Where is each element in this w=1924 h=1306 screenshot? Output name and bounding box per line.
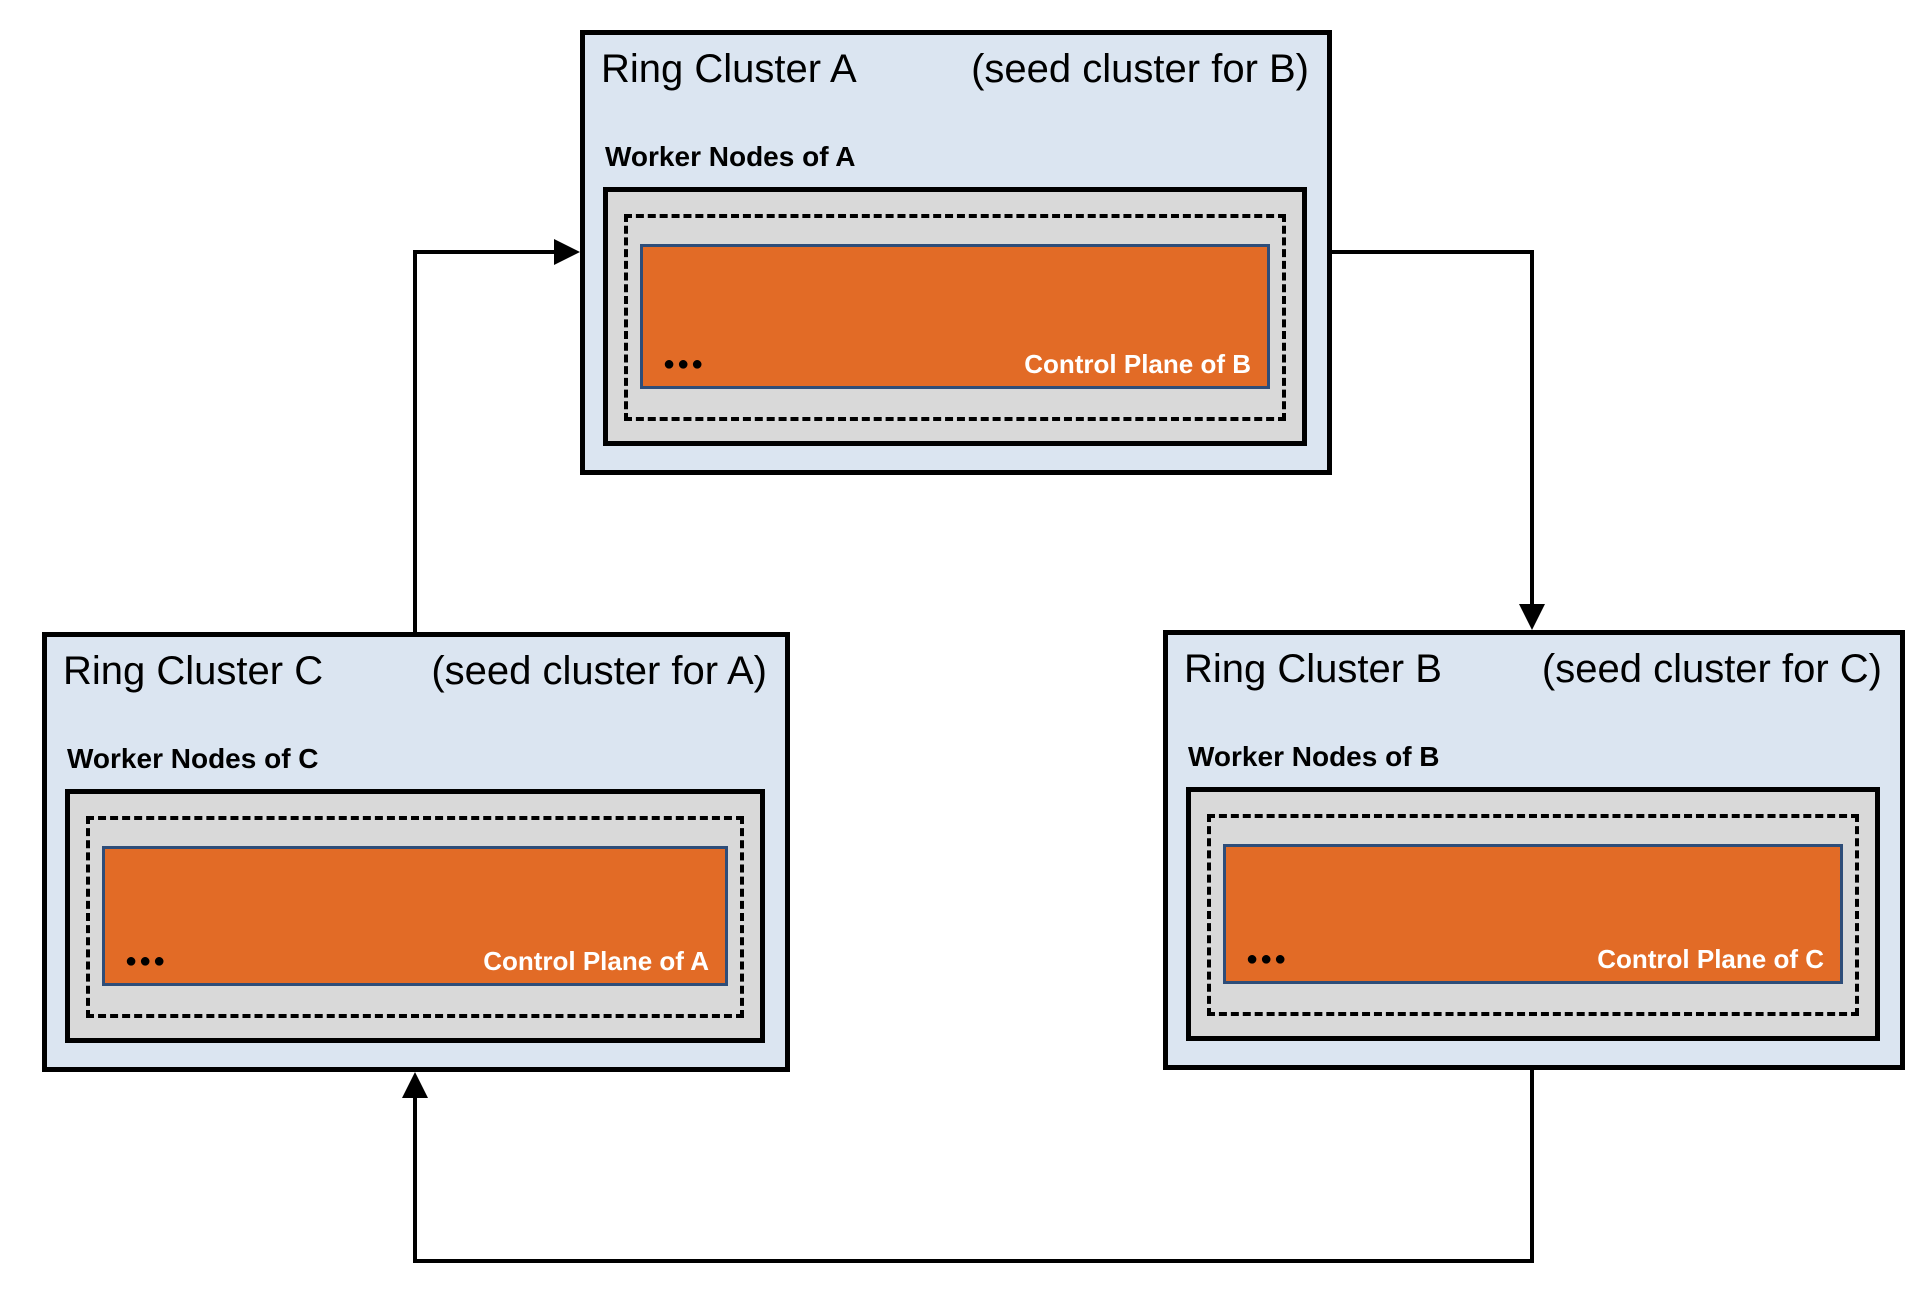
cluster-c-seed-note: (seed cluster for A) (431, 649, 767, 693)
cluster-c-control-plane-row: ●●● Control Plane of A (125, 946, 709, 977)
cluster-b: Ring Cluster B (seed cluster for C) Work… (1163, 630, 1905, 1070)
cluster-a-node-boundary: ●●● Control Plane of B (624, 214, 1286, 421)
cluster-b-ellipsis-dots: ●●● (1246, 948, 1289, 971)
cluster-a-ellipsis-dots: ●●● (663, 353, 706, 376)
cluster-b-control-plane-box: ●●● Control Plane of C (1223, 844, 1843, 984)
arrow-c-to-a-head-icon (554, 239, 580, 265)
cluster-a-title: Ring Cluster A (601, 47, 857, 91)
arrow-c-to-a-vertical-segment (413, 250, 417, 634)
cluster-c-worker-label: Worker Nodes of C (67, 743, 319, 774)
cluster-a: Ring Cluster A (seed cluster for B) Work… (580, 30, 1332, 475)
arrow-b-to-c-up-segment (413, 1098, 417, 1263)
cluster-c-title: Ring Cluster C (63, 649, 324, 693)
cluster-a-seed-note: (seed cluster for B) (971, 47, 1309, 91)
cluster-a-control-plane-row: ●●● Control Plane of B (663, 349, 1251, 380)
cluster-a-worker-box: ●●● Control Plane of B (603, 187, 1307, 446)
cluster-c-control-plane-label: Control Plane of A (483, 945, 709, 976)
cluster-c-node-boundary: ●●● Control Plane of A (86, 816, 744, 1018)
cluster-a-title-row: Ring Cluster A (seed cluster for B) (601, 47, 1309, 92)
cluster-b-title-row: Ring Cluster B (seed cluster for C) (1184, 647, 1882, 692)
cluster-c: Ring Cluster C (seed cluster for A) Work… (42, 632, 790, 1072)
arrow-b-to-c-down-segment (1530, 1070, 1534, 1263)
cluster-b-node-boundary: ●●● Control Plane of C (1207, 814, 1859, 1016)
arrow-b-to-c-head-icon (402, 1072, 428, 1098)
arrow-a-to-b-vertical-segment (1530, 250, 1534, 604)
cluster-b-worker-label: Worker Nodes of B (1188, 741, 1440, 772)
cluster-b-control-plane-row: ●●● Control Plane of C (1246, 944, 1824, 975)
cluster-b-worker-box: ●●● Control Plane of C (1186, 787, 1880, 1041)
arrow-c-to-a-horizontal-segment (413, 250, 554, 254)
cluster-c-worker-box: ●●● Control Plane of A (65, 789, 765, 1043)
cluster-b-control-plane-label: Control Plane of C (1597, 943, 1824, 974)
cluster-a-worker-label: Worker Nodes of A (605, 141, 856, 172)
cluster-b-seed-note: (seed cluster for C) (1541, 647, 1882, 691)
cluster-c-ellipsis-dots: ●●● (125, 950, 168, 973)
cluster-b-title: Ring Cluster B (1184, 647, 1442, 691)
cluster-a-control-plane-box: ●●● Control Plane of B (640, 244, 1270, 389)
cluster-c-control-plane-box: ●●● Control Plane of A (102, 846, 728, 986)
arrow-a-to-b-head-icon (1519, 604, 1545, 630)
arrow-a-to-b-horizontal-segment (1332, 250, 1534, 254)
cluster-a-control-plane-label: Control Plane of B (1024, 348, 1251, 379)
cluster-c-title-row: Ring Cluster C (seed cluster for A) (63, 649, 767, 694)
arrow-b-to-c-horizontal-segment (413, 1259, 1534, 1263)
